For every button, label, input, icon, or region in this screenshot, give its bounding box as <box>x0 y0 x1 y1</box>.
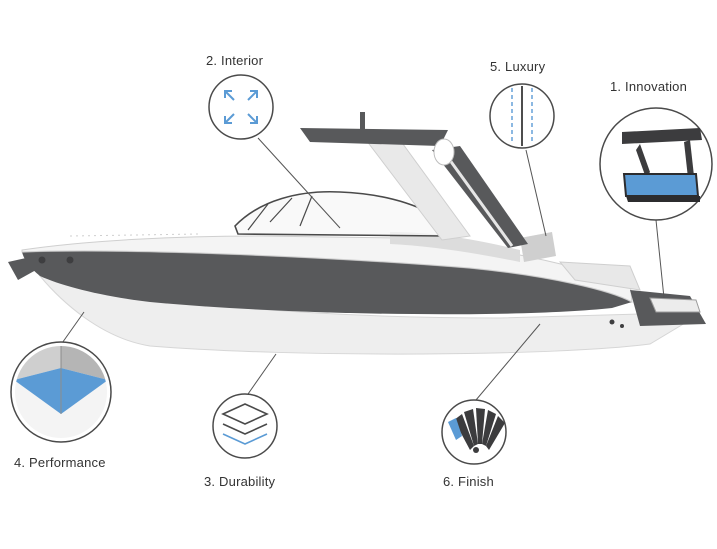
seam-lines-icon <box>511 86 533 146</box>
layers-icon <box>221 403 269 445</box>
performance-label[interactable]: 4. Performance <box>14 455 106 470</box>
leader-interior <box>257 137 341 229</box>
leader-finish <box>475 323 541 401</box>
finish-label[interactable]: 6. Finish <box>443 474 494 489</box>
innovation-callout[interactable] <box>599 107 713 221</box>
tower-leg-rear <box>432 146 528 248</box>
seating <box>390 232 520 262</box>
durability-callout[interactable] <box>212 393 278 459</box>
innovation-label[interactable]: 1. Innovation <box>610 79 688 94</box>
expand-arrows-icon <box>224 90 258 124</box>
interior-callout[interactable] <box>208 74 274 140</box>
interior-label[interactable]: 2. Interior <box>206 53 264 68</box>
hull-paint <box>22 250 632 315</box>
tower-top-icon <box>622 128 702 202</box>
leader-durability <box>247 353 277 395</box>
stern-step <box>649 297 701 313</box>
tower-top <box>300 128 448 146</box>
leader-performance <box>59 311 85 347</box>
bow-tip <box>8 258 36 280</box>
performance-callout[interactable] <box>10 341 112 443</box>
boat-illustration <box>8 112 706 355</box>
color-swatch-fan-icon <box>448 408 505 453</box>
seat-back <box>520 232 556 262</box>
leader-innovation <box>655 219 665 299</box>
leader-luxury <box>525 149 547 237</box>
luxury-label[interactable]: 5. Luxury <box>490 59 546 74</box>
finish-callout[interactable] <box>441 399 507 465</box>
tower-speaker <box>433 138 455 166</box>
leader-lines <box>59 137 665 401</box>
luxury-callout[interactable] <box>489 83 555 149</box>
engine-hatch <box>558 261 641 291</box>
durability-label[interactable]: 3. Durability <box>204 474 276 489</box>
